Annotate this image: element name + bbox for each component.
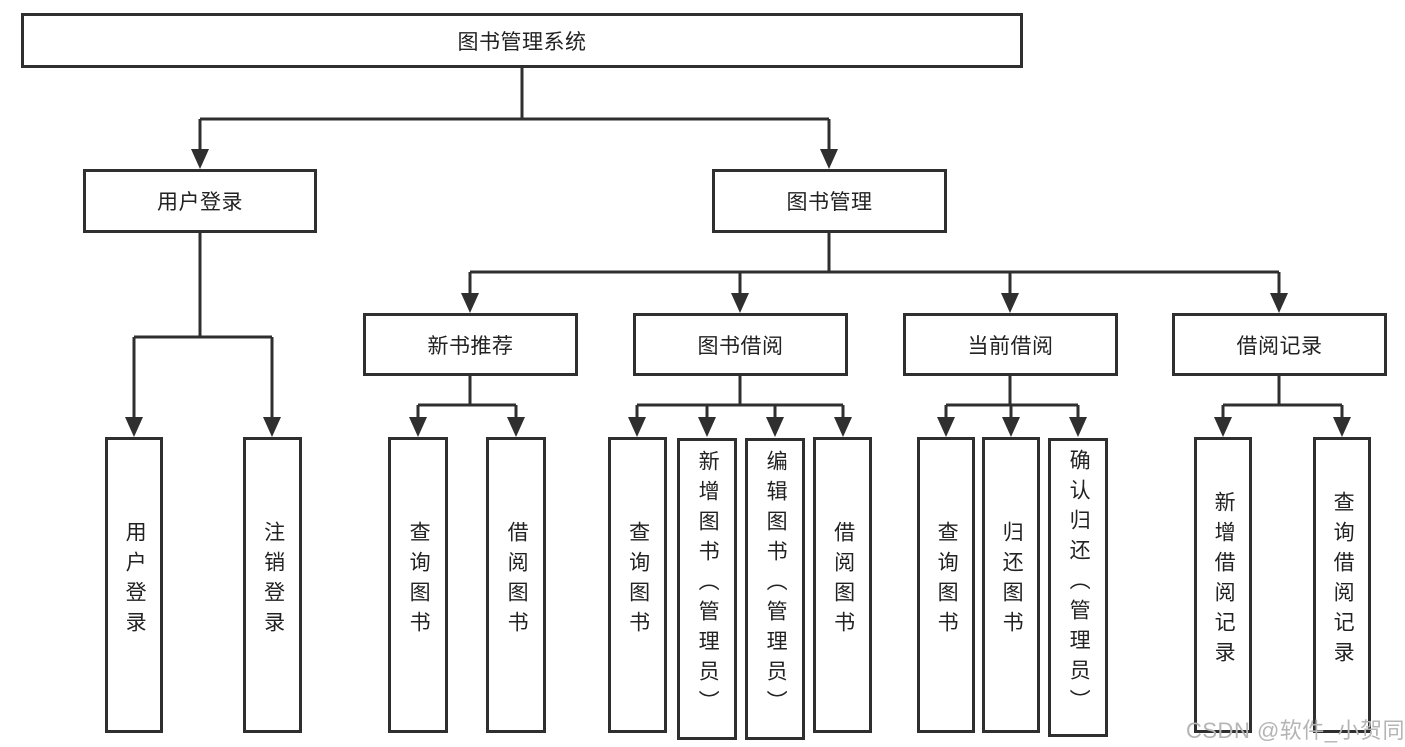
node-label: 图书借阅: [697, 334, 784, 358]
leaf-label: 确认归还︵管理员︶: [1067, 448, 1091, 719]
leaf-label: 查询借阅记录: [1331, 491, 1355, 671]
leaf-label: 新增图书︵管理员︶: [696, 450, 720, 720]
node-label: 图书管理: [786, 191, 873, 214]
node-new-book-recommend: 新书推荐: [363, 313, 578, 376]
leaf-query-borrow-record: 查询借阅记录: [1313, 437, 1371, 733]
leaf-label: 借阅图书: [831, 521, 855, 641]
leaf-label: 查询图书: [407, 521, 431, 641]
leaf-user-login: 用户登录: [105, 437, 163, 733]
node-label: 新书推荐: [427, 334, 514, 358]
leaf-add-book-admin: 新增图书︵管理员︶: [677, 438, 737, 740]
node-book-borrow: 图书借阅: [633, 313, 848, 376]
leaf-label: 归还图书: [1000, 521, 1024, 641]
arrow-head-icons: [125, 149, 1351, 437]
leaf-label: 查询图书: [935, 521, 959, 641]
node-library-system: 图书管理系统: [21, 13, 1023, 68]
tree-rail-lines: [134, 68, 1342, 407]
arrow-stem-lines: [132, 119, 1344, 424]
leaf-return-books: 归还图书: [982, 437, 1040, 733]
leaf-label: 查询图书: [626, 521, 650, 641]
leaf-label: 用户登录: [123, 521, 147, 641]
leaf-confirm-return-admin: 确认归还︵管理员︶: [1048, 438, 1108, 737]
leaf-borrow-books-newbook: 借阅图书: [486, 437, 546, 733]
leaf-query-books-borrow: 查询图书: [608, 437, 667, 733]
node-borrow-records: 借阅记录: [1172, 313, 1387, 376]
leaf-borrow-books-borrow: 借阅图书: [813, 437, 872, 733]
leaf-logout-login: 注销登录: [243, 437, 302, 733]
node-label: 图书管理系统: [457, 30, 587, 54]
leaf-label: 编辑图书︵管理员︶: [764, 450, 788, 720]
leaf-query-books-current: 查询图书: [917, 437, 975, 733]
leaf-label: 注销登录: [261, 521, 285, 641]
node-book-management: 图书管理: [712, 169, 947, 233]
node-label: 当前借阅: [967, 334, 1054, 358]
node-label: 用户登录: [157, 191, 243, 214]
leaf-label: 借阅图书: [505, 521, 529, 641]
node-label: 借阅记录: [1236, 334, 1323, 358]
leaf-edit-book-admin: 编辑图书︵管理员︶: [745, 438, 805, 740]
leaf-label: 新增借阅记录: [1212, 491, 1236, 671]
node-user-login: 用户登录: [83, 169, 317, 233]
leaf-add-borrow-record: 新增借阅记录: [1194, 437, 1252, 733]
node-current-borrow: 当前借阅: [903, 313, 1118, 376]
leaf-query-books-newbook: 查询图书: [388, 437, 448, 733]
csdn-watermark: CSDN @软件_小贺同学: [1186, 718, 1405, 743]
